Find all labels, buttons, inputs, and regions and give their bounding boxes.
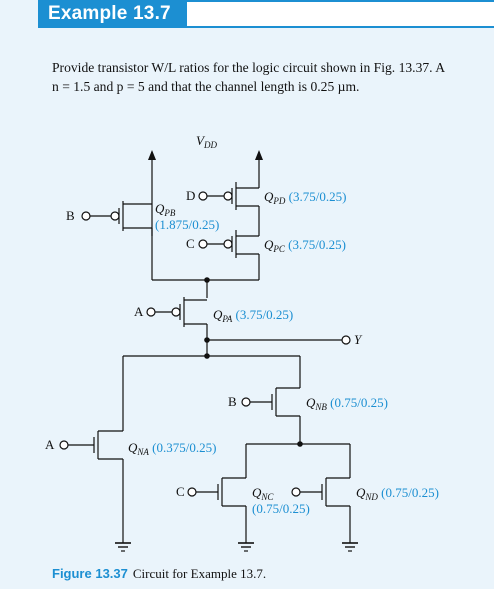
problem-line-2: n = 1.5 and p = 5 and that the channel l… (52, 79, 360, 94)
output-terminal (341, 335, 351, 345)
problem-statement: Provide transistor W/L ratios for the lo… (52, 58, 494, 96)
qnc-ratio: (0.75/0.25) (252, 501, 310, 516)
vdd-arrow-right (255, 150, 263, 160)
qpb-ratio: (1.875/0.25) (155, 217, 219, 232)
transistor-qpd (207, 182, 259, 210)
junction-dot (297, 441, 303, 447)
example-title: Example 13.7 (38, 0, 187, 28)
junction-dot (204, 353, 210, 359)
transistor-qnb (241, 356, 301, 444)
transistor-qna (59, 356, 124, 543)
input-a-bottom-label: A (45, 437, 55, 452)
input-d-top-label: D (186, 188, 195, 203)
input-b-top-label: B (66, 208, 75, 223)
input-b-top-terminal (81, 211, 91, 221)
figure-label: Figure 13.37 (52, 566, 128, 581)
transistor-qnd (291, 444, 351, 543)
input-b-mid-label: B (228, 394, 237, 409)
input-d-top-terminal (198, 191, 208, 201)
vdd-label: VDD (196, 133, 217, 150)
input-c-top-terminal (198, 239, 208, 249)
ground-symbol-qnc (238, 542, 254, 552)
qpb-name: QPB (155, 201, 176, 218)
qnc-name: QNC (252, 485, 274, 502)
transistor-qnc (187, 444, 247, 543)
input-a-top-label: A (134, 304, 144, 319)
vdd-arrow-left (148, 150, 156, 160)
transistor-qpa (155, 297, 207, 327)
ground-symbol-qnd (342, 542, 358, 552)
qnb-label: QNB (0.75/0.25) (306, 395, 388, 412)
qna-label: QNA (0.375/0.25) (128, 440, 216, 457)
qpc-label: QPC (3.75/0.25) (264, 237, 346, 254)
transistor-qpc (207, 206, 260, 258)
ground-symbol-qna (115, 542, 131, 552)
figure-caption-text: Circuit for Example 13.7. (132, 566, 267, 581)
input-a-top-terminal (146, 307, 156, 317)
junction-dot (204, 337, 210, 343)
junction-dot (204, 277, 210, 283)
transistor-qpb (90, 201, 152, 231)
input-c-bottom-label: C (176, 484, 185, 499)
output-y-label: Y (354, 332, 363, 347)
problem-line-1: Provide transistor W/L ratios for the lo… (52, 60, 446, 75)
qnd-label: QND (0.75/0.25) (356, 485, 439, 502)
qpd-label: QPD (3.75/0.25) (264, 189, 346, 206)
input-c-top-label: C (186, 236, 195, 251)
qpa-label: QPA (3.75/0.25) (213, 307, 293, 324)
figure-caption: Figure 13.37 Circuit for Example 13.7. (52, 566, 266, 582)
